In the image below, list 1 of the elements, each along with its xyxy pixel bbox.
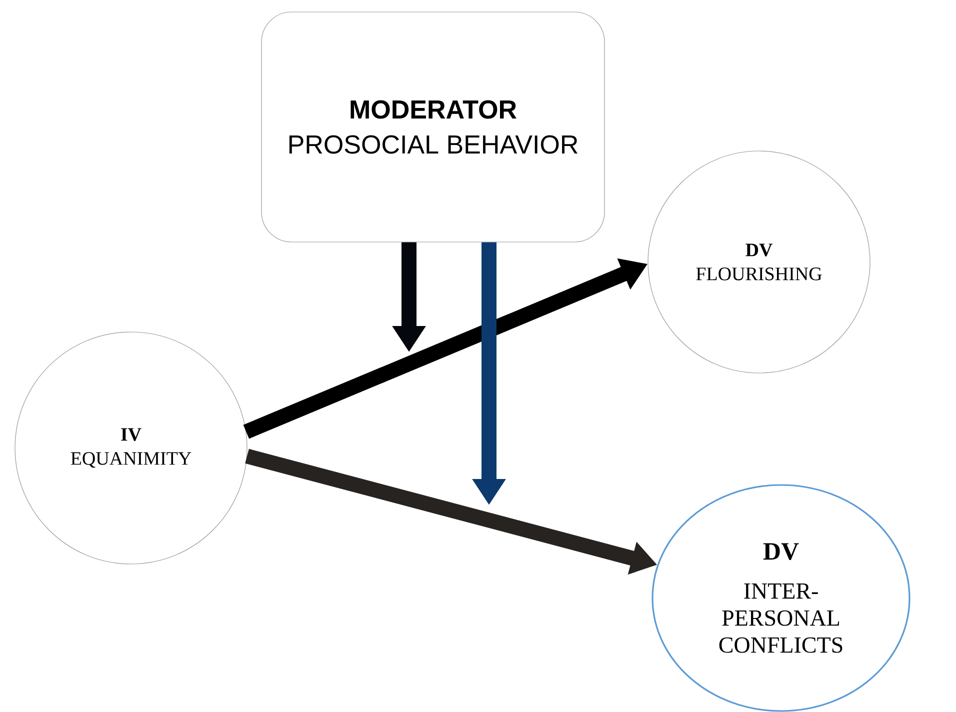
moderator-box: MODERATOR PROSOCIAL BEHAVIOR <box>261 12 605 242</box>
